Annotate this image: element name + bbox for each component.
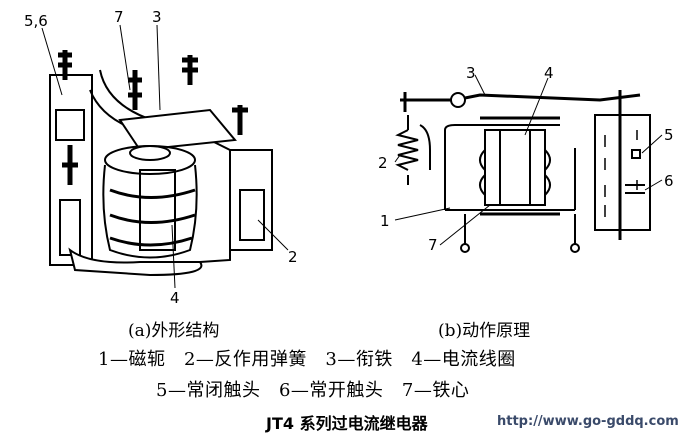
label-b-7: 7 (428, 236, 438, 254)
figure-title: JT4 系列过电流继电器 (266, 414, 428, 433)
label-a-4: 4 (170, 289, 180, 307)
label-b-3: 3 (466, 64, 476, 82)
external-structure-drawing: 5,6 7 3 4 2 (24, 8, 298, 307)
label-a-3: 3 (152, 8, 162, 26)
label-a-5-6: 5,6 (24, 12, 48, 30)
legend-line-2: 5—常闭触头 6—常开触头 7—铁心 (156, 380, 470, 401)
label-a-2: 2 (288, 248, 298, 266)
legend-line-1: 1—磁轭 2—反作用弹簧 3—衔铁 4—电流线圈 (98, 349, 516, 370)
label-b-4: 4 (544, 64, 554, 82)
label-b-5: 5 (664, 126, 674, 144)
label-b-2: 2 (378, 154, 388, 172)
label-b-6: 6 (664, 172, 674, 190)
caption-a: (a)外形结构 (128, 321, 220, 341)
operating-principle-drawing: 3 4 5 2 6 1 7 (378, 64, 674, 254)
caption-b: (b)动作原理 (438, 321, 531, 341)
label-b-1: 1 (380, 212, 390, 230)
watermark-url: http://www.go-gddq.com (497, 414, 678, 429)
label-a-7: 7 (114, 8, 124, 26)
